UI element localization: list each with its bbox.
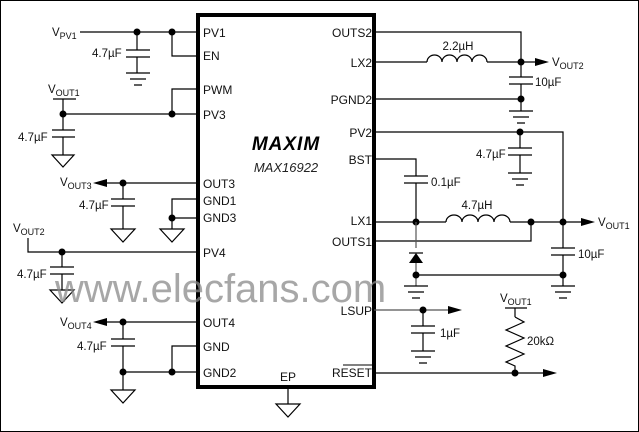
pin-ep: EP xyxy=(280,370,296,384)
capacitor-c-out4 xyxy=(111,322,135,372)
arrow-lsup xyxy=(448,306,462,314)
wire-pv4 xyxy=(27,238,198,253)
inductor-l-lx1 xyxy=(445,214,511,223)
pin-bst: BST xyxy=(349,153,373,167)
c-out1-label: 10µF xyxy=(578,249,604,261)
wire-outs1 xyxy=(374,222,532,242)
pin-gnd3: GND3 xyxy=(203,211,237,225)
wire-gnd xyxy=(171,345,198,372)
wire-en xyxy=(171,32,198,57)
c-pv4-label: 4.7µF xyxy=(17,269,47,281)
arrow-vout1 xyxy=(581,218,595,226)
arrow-vout2 xyxy=(535,58,549,66)
l-lx1-label: 4.7µH xyxy=(462,200,493,212)
c-pv3-label: 4.7µF xyxy=(18,132,48,144)
inductor-l-lx2 xyxy=(426,54,488,63)
capacitor-c-pv3 xyxy=(52,114,75,155)
capacitor-c-out1 xyxy=(551,222,575,286)
watermark: www.elecfans.com xyxy=(54,267,386,311)
capacitor-c-lsup xyxy=(411,310,435,351)
net-vout3-label: VOUT3 xyxy=(60,177,92,191)
pin-pv4: PV4 xyxy=(203,246,226,260)
pin-pv3: PV3 xyxy=(203,108,226,122)
net-vout1-right-label: VOUT1 xyxy=(598,217,630,231)
capacitor-c-pv1 xyxy=(126,32,150,73)
arrow-vout3 xyxy=(93,179,107,187)
resistor-r-reset xyxy=(504,316,526,373)
net-vout4-label: VOUT4 xyxy=(60,317,92,331)
pin-pwm: PWM xyxy=(203,83,232,97)
pin-pgnd2: PGND2 xyxy=(331,93,373,107)
ground-icon xyxy=(274,403,302,418)
c-bst-label: 0.1µF xyxy=(431,177,461,189)
arrow-reset xyxy=(543,369,557,377)
pin-out4: OUT4 xyxy=(203,316,235,330)
ground-icon xyxy=(509,99,533,124)
capacitor-c-pv4 xyxy=(50,252,74,290)
ground-icon xyxy=(404,285,428,299)
pin-lsup: LSUP xyxy=(341,304,372,318)
wire-pv2 xyxy=(374,131,564,222)
capacitor-c-out3 xyxy=(111,183,135,229)
pin-lx1: LX1 xyxy=(351,214,373,228)
capacitor-c-bst xyxy=(374,158,428,222)
capacitor-c-out2 xyxy=(509,62,533,99)
maxim-logo: MAXIM xyxy=(252,134,321,155)
l-lx2-label: 2.2µH xyxy=(443,41,474,53)
diode-icon xyxy=(409,253,423,263)
pin-gnd2: GND2 xyxy=(203,366,237,380)
wire-gnd1-gnd3 xyxy=(171,198,198,219)
junction xyxy=(511,369,519,377)
c-lsup-label: 1µF xyxy=(440,328,460,340)
net-vpv1-label: VPV1 xyxy=(52,27,77,41)
net-vout2-left-label: VOUT2 xyxy=(13,223,45,237)
pin-out3: OUT3 xyxy=(203,177,235,191)
c-out4-label: 4.7µF xyxy=(77,341,107,353)
right-pin-labels: OUTS2 LX2 PGND2 PV2 BST LX1 OUTS1 LSUP R… xyxy=(331,26,373,380)
pin-gnd1: GND1 xyxy=(203,194,237,208)
pin-outs2: OUTS2 xyxy=(332,26,372,40)
c-pv2-label: 4.7µF xyxy=(476,149,506,161)
pin-gnd: GND xyxy=(203,340,230,354)
part-number: MAX16922 xyxy=(254,160,319,175)
ground-icon xyxy=(158,228,186,243)
pin-pv2: PV2 xyxy=(349,126,372,140)
ground-icon xyxy=(411,350,435,364)
ground-icon xyxy=(551,285,575,299)
vout1-bar xyxy=(505,307,527,317)
pin-outs1: OUTS1 xyxy=(332,235,372,249)
ground-icon xyxy=(126,72,150,86)
junction xyxy=(559,271,567,279)
ic-body xyxy=(196,13,376,389)
net-vout1-reset-label: VOUT1 xyxy=(500,293,532,307)
c-out3-label: 4.7µF xyxy=(79,200,109,212)
arrow-vout4 xyxy=(93,318,107,326)
left-pin-labels: PV1 EN PWM PV3 OUT3 GND1 GND3 PV4 OUT4 G… xyxy=(203,26,237,380)
c-out2-label: 10µF xyxy=(535,77,561,89)
ground-icon xyxy=(508,172,532,186)
c-pv1-label: 4.7µF xyxy=(92,48,122,60)
ground-icon xyxy=(109,389,137,404)
pin-lx2: LX2 xyxy=(351,56,373,70)
net-vout2-right-label: VOUT2 xyxy=(552,57,584,71)
ground-icon xyxy=(48,289,76,304)
wire-outs2 xyxy=(374,31,522,62)
pin-reset: RESET xyxy=(332,366,373,380)
pin-en: EN xyxy=(203,49,220,63)
wire-pwm xyxy=(171,88,198,114)
pin-pv1: PV1 xyxy=(203,26,226,40)
r-reset-label: 20kΩ xyxy=(527,336,555,348)
ground-icon xyxy=(109,228,137,243)
ground-icon xyxy=(50,154,76,168)
capacitor-c-pv2 xyxy=(508,132,532,173)
net-vout1-left-label: VOUT1 xyxy=(48,84,80,98)
